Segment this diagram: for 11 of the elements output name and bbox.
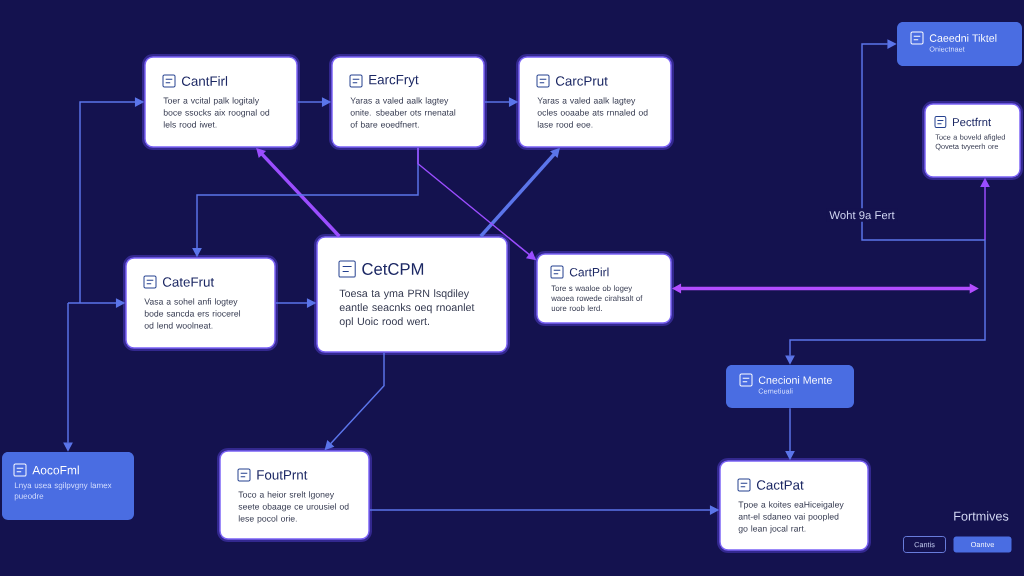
process-box: CetCPM Toesa ta yma PRN lsqdiley eantle seacnks oeq rnoanlet opl Uoic rood wert. (314, 234, 510, 355)
process-box: CarcPrut Yaras a valed aalk lagtey ocles ooaabe ats rnnaled od lase rood eoe. (516, 54, 674, 150)
process-box: FoutPrnt Toco a heior srelt lgoney seete obaage ce urousiel od lese pocol orie. (217, 448, 372, 542)
process-box: CactPat Tpoe a koites eaHiceigaley ant-el sdaneo vai poopled go lean jocal rart. (717, 458, 871, 553)
arrow (861, 39, 986, 241)
process-box: EarcFryt Yaras a valed aalk lagtey onite. sbeaber ots rnenatal of bare eoedfnert. (329, 54, 487, 150)
section-label: Fortmives (954, 511, 1009, 521)
edge-label: Woht 9a Fert (826, 208, 898, 222)
process-box: CateFrut Vasa a sohel anfi logtey bode sancda ers riocerel od lend woolneat. (123, 255, 278, 351)
highlight-box: AocoFml Lnya usea sgilpvgny lamex pueodre (2, 452, 134, 520)
process-box: CantFirl Toer a vcital palk logitaly boce ssocks aix roognal od lels rood iwet. (142, 54, 300, 150)
